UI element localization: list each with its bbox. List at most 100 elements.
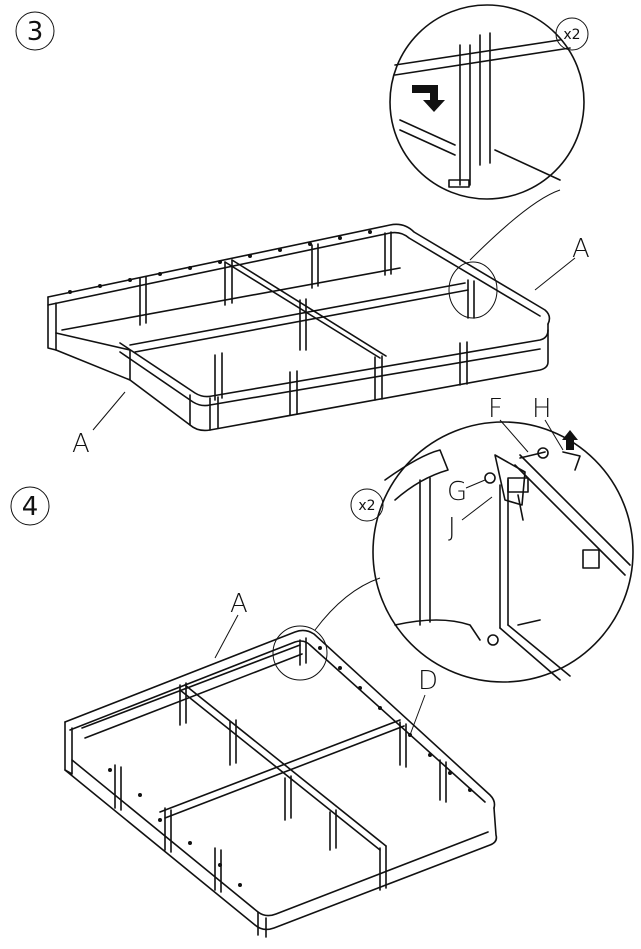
step-4-post-8: [284, 775, 292, 821]
step-4-center-long-rail: [179, 684, 387, 851]
step-3-number-badge: 3: [15, 11, 55, 51]
step-4-detail-label-j: J: [448, 513, 456, 543]
step-4-detail-post-right: [499, 479, 509, 629]
step-3-detail-brace-2: [494, 149, 561, 181]
step-4-corner-bracket: [299, 637, 307, 666]
step-3-mid-rail-back: [61, 267, 401, 331]
step-3-post-5: [214, 352, 223, 401]
step-3-front-post: [209, 396, 219, 431]
step-4-top-rail-inner: [69, 640, 486, 803]
nut-g-icon: [484, 472, 496, 484]
step-4-detail-post-left: [419, 477, 431, 626]
step-4-detail-diag-rail: [514, 454, 631, 576]
step-4-detail-label-h: H: [532, 394, 552, 424]
step-3-callout-ring: [448, 261, 498, 319]
leader-f: [499, 419, 529, 453]
step-4-center-cross-rail: [159, 719, 405, 819]
step-4-quantity: x2: [358, 498, 375, 514]
step-4-post-10: [439, 759, 447, 803]
step-3-frame-drawing: [47, 223, 551, 432]
step-3-detail-brace: [399, 119, 456, 156]
bolt-lower-icon: [517, 619, 541, 626]
step-4-post-3: [329, 809, 337, 851]
step-4-leader-line: [314, 577, 381, 631]
step-3-center-crossbar: [224, 259, 387, 359]
step-4-number: 4: [22, 492, 39, 522]
step-4-part-label-a: A: [230, 589, 248, 619]
step-4-post-5: [114, 764, 122, 811]
step-3-lower-rail: [129, 329, 549, 432]
step-3-detail-circle: [389, 4, 585, 200]
step-4-frame-drawing: [64, 625, 498, 938]
step-4-post-2: [229, 719, 237, 766]
step-4-label-d-leader: [409, 694, 426, 736]
step-3-detail-bracket: [459, 44, 471, 186]
step-4-top-rail: [64, 629, 496, 809]
step-3-qty-circle: [555, 17, 589, 51]
step-4-detail-zoom: x2: [314, 421, 634, 683]
step-4-post-7: [214, 847, 222, 893]
step-4-number-badge: 4: [10, 486, 50, 526]
step-3-post-1: [139, 276, 147, 326]
step-3-mid-rail: [129, 282, 469, 353]
step-3-label-a-leader-2: [92, 391, 126, 431]
step-3-post-8: [459, 341, 468, 386]
nut-lower-icon: [487, 634, 499, 646]
step-3-quantity: x2: [563, 27, 580, 43]
step-3-post-4: [384, 231, 392, 276]
step-3-center-post: [299, 298, 307, 351]
step-3-detail-foot: [448, 179, 470, 188]
step-3-front-rail-inner: [119, 348, 541, 407]
step-4-circle: [10, 486, 50, 526]
step-4-detail-pin: [517, 494, 524, 521]
step-3-left-post: [47, 296, 57, 351]
step-4-callout-ring: [272, 625, 328, 681]
washer-f-icon: [537, 447, 549, 459]
leader-g: [465, 479, 486, 489]
step-3-part-label-a-left: A: [72, 429, 90, 459]
step-4: 4: [10, 394, 634, 938]
step-3-joint-post: [467, 279, 475, 319]
bolt-f-icon: [519, 451, 546, 459]
step-4-bottom-rail: [64, 769, 498, 931]
step-4-detail-bracket: [494, 454, 526, 506]
step-4-detail-label-g: G: [447, 477, 467, 507]
step-3: 3: [15, 4, 590, 459]
step-3-detail-rail: [394, 39, 571, 76]
step-4-bottom-rail-inner: [71, 759, 489, 917]
step-4-detail-label-f: F: [488, 394, 503, 424]
step-4-detail-bottom-rail: [394, 619, 481, 641]
step-4-qty-circle: [350, 488, 384, 522]
step-3-leader-line: [469, 189, 561, 261]
step-3-circle: [15, 11, 55, 51]
step-3-detail-post: [479, 32, 491, 166]
step-3-top-rail: [47, 223, 551, 325]
hex-key-h-icon: [562, 451, 581, 471]
leader-j: [461, 496, 493, 521]
step-3-left-side: [55, 332, 131, 381]
step-4-detail-clip: [582, 549, 600, 569]
rotate-arrow-icon: [562, 430, 578, 450]
step-4-post-9: [399, 721, 407, 768]
step-3-post-2: [224, 259, 233, 306]
step-4-post-6: [164, 807, 172, 853]
step-3-post-7: [374, 355, 383, 401]
step-4-part-label-d: D: [418, 666, 438, 696]
leader-h: [544, 419, 564, 451]
step-4-detail-plate: [507, 477, 529, 493]
step-3-top-rail-inner: [47, 231, 541, 317]
step-3-label-a-leader: [534, 257, 576, 291]
step-4-corner-post: [257, 911, 267, 938]
step-3-number: 3: [27, 17, 44, 47]
step-4-detail-circle: [372, 421, 634, 683]
step-4-post-1: [179, 682, 187, 726]
step-4-label-a-leader: [214, 614, 239, 659]
step-3-part-label-a-right: A: [572, 234, 590, 264]
step-3-bolts: [68, 230, 372, 294]
step-4-post-4: [379, 845, 387, 891]
step-3-post-3: [311, 243, 319, 289]
step-3-post-6: [289, 370, 298, 416]
step-4-detail-diag-rail-2: [499, 624, 571, 681]
step-3-detail-zoom: x2: [389, 4, 589, 261]
